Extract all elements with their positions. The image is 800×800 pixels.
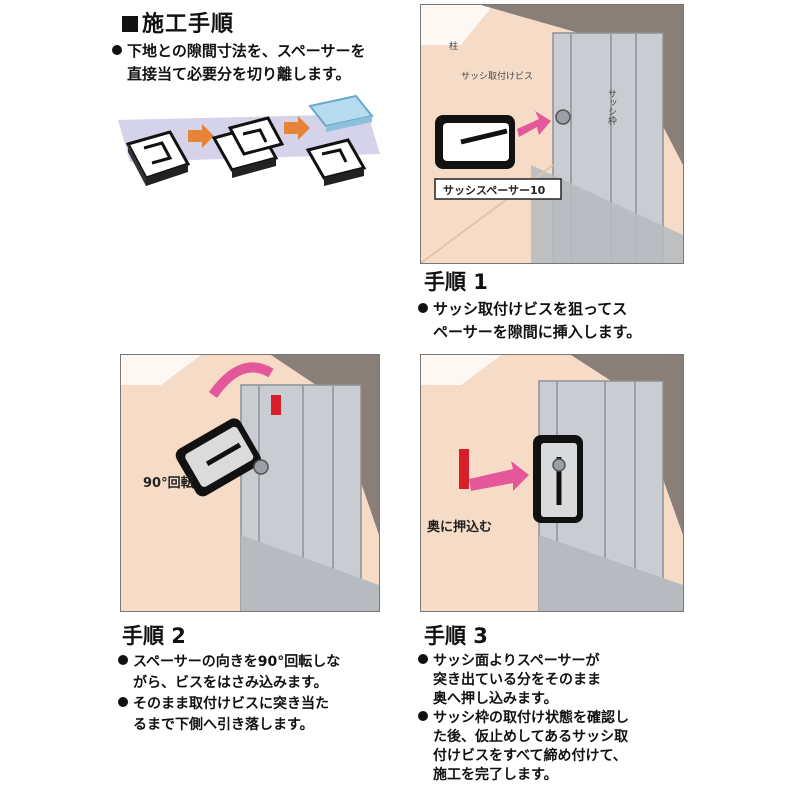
label-spacer: サッシスペーサー10 — [443, 184, 546, 197]
bullet-dot-icon — [418, 303, 428, 313]
label-rotate: 90°回転 — [143, 475, 194, 491]
step3-heading: 手順 3 — [424, 624, 488, 648]
down-arrow-stem — [459, 449, 469, 489]
step2-heading: 手順 2 — [122, 624, 186, 648]
spacer-piece-1 — [125, 130, 191, 186]
push-arrow-icon — [469, 461, 529, 491]
bullet-dot-icon — [118, 697, 128, 707]
bullet-dot-icon — [418, 711, 428, 721]
square-bullet-icon — [122, 16, 138, 32]
rotate-arrow-icon — [208, 362, 274, 398]
bullet-dot-icon — [112, 45, 122, 55]
page-title: 施工手順 — [122, 6, 234, 38]
label-frame: サッシ枠 — [606, 89, 617, 126]
step2-illustration: 90°回転 — [120, 354, 380, 612]
step1-text: サッシ取付けビスを狙ってス ペーサーを隙間に挿入します。 — [418, 298, 641, 344]
label-push: 奥に押込む — [427, 519, 492, 535]
arrow-right-icon — [188, 124, 214, 148]
step3-illustration: 奥に押込む — [420, 354, 684, 612]
insert-arrow-icon — [517, 111, 551, 137]
step1-illustration: 柱 サッシ取付けビス サッシ枠 サッシスペーサー10 — [420, 4, 684, 264]
spacer-piece-3 — [305, 94, 374, 186]
label-pillar: 柱 — [449, 40, 458, 52]
spacer — [175, 418, 261, 497]
screw-icon — [253, 459, 269, 475]
step1-heading: 手順 1 — [424, 270, 488, 294]
spacer-piece-2 — [211, 116, 285, 178]
screw-icon — [555, 109, 571, 125]
arrow-right-icon-2 — [284, 116, 310, 140]
intro-text: 下地との隙間寸法を、スペーサーを 直接当て必要分を切り離します。 — [112, 40, 366, 86]
step2-text: スペーサーの向きを90°回転しな がら、ビスをはさみ込みます。 そのまま取付けビ… — [118, 652, 340, 736]
label-screw: サッシ取付けビス — [461, 71, 533, 82]
step3-text: サッシ面よりスペーサーが 突き出ている分をそのまま 奥へ押し込みます。 サッシ枠… — [418, 652, 629, 785]
bullet-dot-icon — [418, 654, 428, 664]
screw-icon — [552, 458, 566, 472]
spacer-cutting-illustration — [118, 94, 380, 186]
bullet-dot-icon — [118, 655, 128, 665]
